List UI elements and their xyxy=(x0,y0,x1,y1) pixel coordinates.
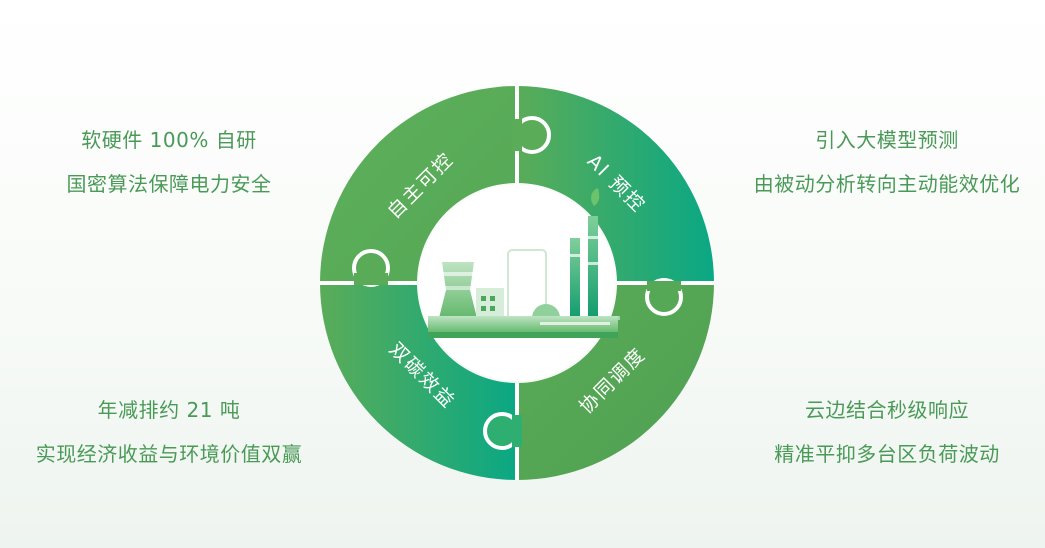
knob-top-fill xyxy=(512,119,522,151)
feature-bottom-left-line2: 实现经济收益与环境价值双赢 xyxy=(35,442,303,466)
ring xyxy=(320,86,714,480)
segment-top-left xyxy=(320,86,517,283)
feature-top-left-line2: 国密算法保障电力安全 xyxy=(66,172,272,196)
feature-top-left-line1: 软硬件 100% 自研 xyxy=(81,128,257,152)
feature-top-right: 引入大模型预测 由被动分析转向主动能效优化 xyxy=(722,118,1045,206)
power-plant-icon xyxy=(428,188,620,338)
puzzle-seams xyxy=(320,86,714,480)
feature-bottom-right-line1: 云边结合秒级响应 xyxy=(805,398,969,422)
knob-right-fill xyxy=(647,281,681,291)
feature-top-right-line2: 由被动分析转向主动能效优化 xyxy=(753,172,1021,196)
segment-top-right xyxy=(517,86,714,283)
feature-bottom-left-line1: 年减排约 21 吨 xyxy=(97,398,241,422)
feature-bottom-right: 云边结合秒级响应 精准平抑多台区负荷波动 xyxy=(722,388,1045,476)
knob-bottom-fill xyxy=(512,415,522,447)
feature-top-right-line1: 引入大模型预测 xyxy=(815,128,959,152)
segment-bottom-right xyxy=(517,283,714,480)
segment-bottom-left xyxy=(320,283,517,480)
feature-bottom-right-line2: 精准平抑多台区负荷波动 xyxy=(774,442,1000,466)
feature-bottom-left: 年减排约 21 吨 实现经济收益与环境价值双赢 xyxy=(4,388,334,476)
knob-left-fill xyxy=(354,273,388,285)
feature-top-left: 软硬件 100% 自研 国密算法保障电力安全 xyxy=(4,118,334,206)
